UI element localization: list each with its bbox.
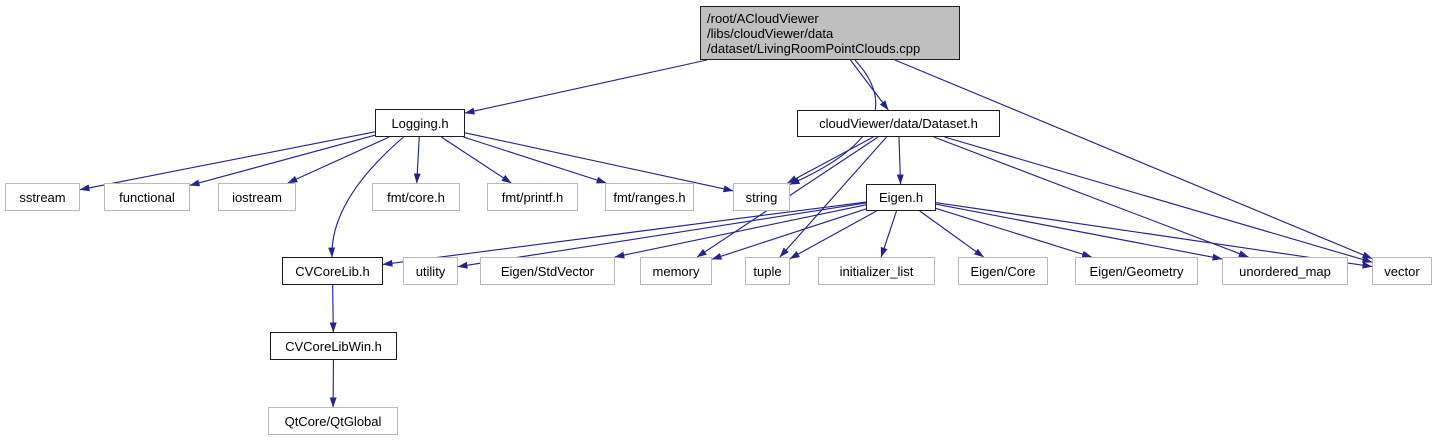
edge-logging-fmtcore bbox=[413, 136, 421, 184]
edge-cpp-vector bbox=[894, 59, 1373, 260]
node-vector: vector bbox=[1372, 257, 1432, 285]
edge-eigen-eigengeom bbox=[935, 207, 1093, 258]
edge-eigen-cvcorelib bbox=[382, 201, 867, 267]
node-utility: utility bbox=[403, 257, 458, 285]
node-memory: memory bbox=[640, 257, 712, 285]
node-qtglobal: QtCore/QtGlobal bbox=[268, 407, 398, 435]
node-initlist: initializer_list bbox=[818, 257, 935, 285]
edge-logging-iostream bbox=[287, 136, 390, 184]
node-eigen[interactable]: Eigen.h bbox=[866, 184, 936, 211]
node-stdvector: Eigen/StdVector bbox=[480, 257, 615, 285]
node-cpp: /root/ACloudViewer /libs/cloudViewer/dat… bbox=[700, 6, 960, 60]
node-eigencore: Eigen/Core bbox=[958, 257, 1048, 285]
node-unorderedmap: unordered_map bbox=[1222, 257, 1348, 285]
node-dataset[interactable]: cloudViewer/data/Dataset.h bbox=[797, 110, 1000, 137]
edge-eigen-eigencore bbox=[919, 210, 984, 258]
edge-dataset-tuple bbox=[779, 136, 887, 258]
node-logging[interactable]: Logging.h bbox=[375, 109, 465, 137]
node-sstream: sstream bbox=[5, 183, 80, 211]
edge-logging-fmtprintf bbox=[440, 136, 512, 184]
edge-logging-sstream bbox=[79, 131, 376, 192]
edge-dataset-string bbox=[787, 136, 874, 184]
edge-cvcorelib-cvcorelibwin bbox=[329, 284, 337, 333]
edge-eigen-tuple bbox=[789, 210, 877, 260]
node-fmtprintf: fmt/printf.h bbox=[487, 183, 578, 211]
node-cvcorelibwin[interactable]: CVCoreLibWin.h bbox=[270, 332, 397, 360]
edge-dataset-eigen bbox=[896, 136, 904, 185]
edge-logging-functional bbox=[189, 134, 376, 187]
edge-eigen-initlist bbox=[880, 210, 898, 258]
edge-logging-string bbox=[464, 132, 734, 193]
edge-dataset-vector bbox=[944, 136, 1373, 263]
edge-eigen-unorderedmap bbox=[935, 203, 1223, 261]
node-cvcorelib[interactable]: CVCoreLib.h bbox=[282, 257, 383, 285]
edge-cpp-logging bbox=[464, 59, 708, 115]
node-functional: functional bbox=[104, 183, 190, 211]
node-string: string bbox=[733, 183, 790, 211]
edge-eigen-stdvector bbox=[614, 204, 867, 259]
node-eigengeom: Eigen/Geometry bbox=[1075, 257, 1198, 285]
node-fmtranges: fmt/ranges.h bbox=[605, 183, 694, 211]
node-tuple: tuple bbox=[745, 257, 790, 285]
node-fmtcore: fmt/core.h bbox=[372, 183, 460, 211]
edge-logging-fmtranges bbox=[463, 136, 607, 184]
edge-dataset-unorderedmap bbox=[933, 136, 1249, 258]
edge-cpp-dataset bbox=[849, 59, 889, 111]
edge-eigen-memory bbox=[711, 208, 867, 260]
node-iostream: iostream bbox=[218, 183, 296, 211]
edge-logging-cvcorelib bbox=[328, 136, 405, 258]
